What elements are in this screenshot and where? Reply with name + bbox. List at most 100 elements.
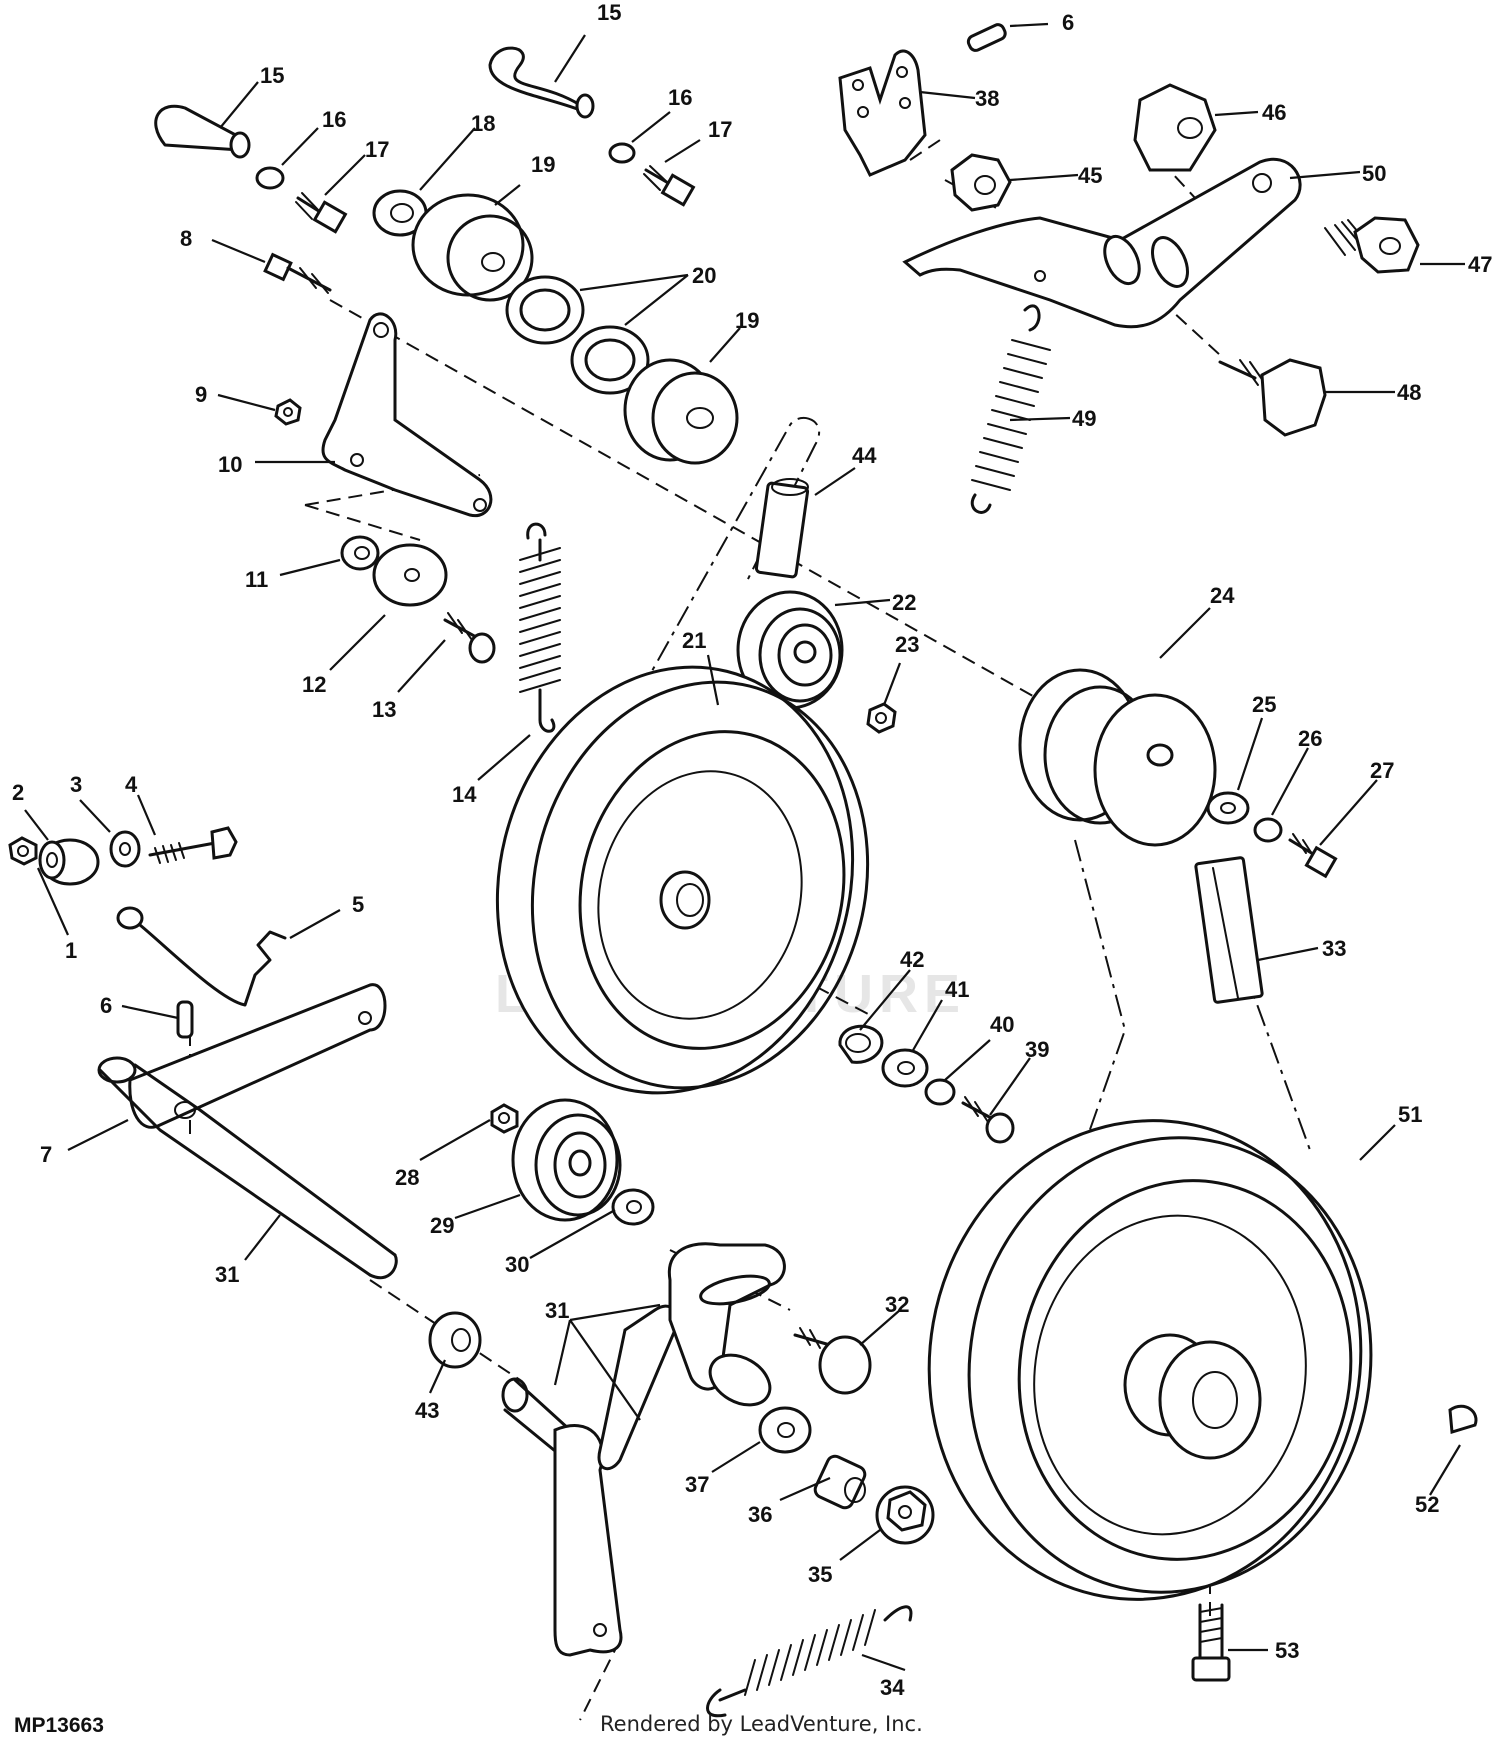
cap-screw-39 bbox=[961, 1096, 1015, 1144]
callout-10: 10 bbox=[218, 452, 242, 477]
callout-25: 25 bbox=[1252, 692, 1276, 717]
callout-21: 21 bbox=[682, 628, 706, 653]
spacer-36 bbox=[813, 1454, 867, 1510]
callout-7: 7 bbox=[40, 1142, 52, 1167]
lock-washer-26 bbox=[1253, 817, 1283, 843]
lever-arm-31 bbox=[501, 1304, 678, 1657]
bushing-2 bbox=[38, 838, 100, 886]
callout-2: 2 bbox=[12, 780, 24, 805]
callout-23: 23 bbox=[895, 632, 919, 657]
washer-20b bbox=[570, 325, 650, 395]
callout-1: 1 bbox=[65, 938, 77, 963]
lock-nut-28 bbox=[490, 1103, 519, 1134]
callout-42: 42 bbox=[900, 947, 924, 972]
callout-34: 34 bbox=[880, 1675, 905, 1700]
callout-38: 38 bbox=[975, 86, 999, 111]
bushing-43 bbox=[428, 1311, 482, 1369]
callout-48: 48 bbox=[1397, 380, 1421, 405]
key-washer-42 bbox=[838, 1024, 884, 1064]
shoulder-bolt-48 bbox=[1218, 358, 1327, 437]
callout-28: 28 bbox=[395, 1165, 419, 1190]
callout-35: 35 bbox=[808, 1562, 832, 1587]
large-pulley-21 bbox=[495, 665, 870, 1095]
callout-41: 41 bbox=[945, 977, 969, 1002]
clevis-bracket-38 bbox=[838, 49, 927, 177]
render-credit: Rendered by LeadVenture, Inc. bbox=[600, 1712, 923, 1736]
roll-pin-6-shaft bbox=[176, 1000, 194, 1039]
callout-5: 5 bbox=[352, 892, 364, 917]
cap-screw-53 bbox=[1191, 1603, 1231, 1682]
callout-leader-lines bbox=[24, 22, 1465, 1672]
bushing-11 bbox=[340, 535, 380, 571]
callout-16: 16 bbox=[668, 85, 692, 110]
cap-screw-17a bbox=[295, 192, 348, 234]
belt-guide-44 bbox=[754, 478, 810, 579]
roll-pin-6-top bbox=[966, 23, 1007, 52]
callout-29: 29 bbox=[430, 1213, 454, 1238]
carriage-bolt-8 bbox=[263, 252, 332, 294]
pulley-24 bbox=[1018, 668, 1217, 847]
callout-49: 49 bbox=[1072, 406, 1096, 431]
callout-8: 8 bbox=[180, 226, 192, 251]
callout-labels: 15 15 16 17 18 19 16 17 6 38 46 45 50 47… bbox=[12, 0, 1492, 1700]
callout-19: 19 bbox=[735, 308, 759, 333]
callout-4: 4 bbox=[125, 772, 138, 797]
lever-50 bbox=[902, 157, 1302, 329]
callout-26: 26 bbox=[1298, 726, 1322, 751]
belt-guide-33 bbox=[1194, 856, 1264, 1004]
hex-nut-46 bbox=[1133, 83, 1217, 172]
callout-53: 53 bbox=[1275, 1638, 1299, 1663]
callout-33: 33 bbox=[1322, 936, 1346, 961]
callout-27: 27 bbox=[1370, 758, 1394, 783]
diagram-id-label: MP13663 bbox=[14, 1714, 104, 1737]
callout-37: 37 bbox=[685, 1472, 709, 1497]
callout-47: 47 bbox=[1468, 252, 1492, 277]
callout-36: 36 bbox=[748, 1502, 772, 1527]
pulley-half-19b bbox=[623, 358, 739, 465]
callout-24: 24 bbox=[1210, 583, 1235, 608]
flat-washer-30 bbox=[611, 1188, 655, 1226]
callout-20: 20 bbox=[692, 263, 716, 288]
cap-screw-27 bbox=[1288, 833, 1338, 879]
callout-31: 31 bbox=[215, 1262, 239, 1287]
extension-spring-14 bbox=[519, 522, 561, 733]
callout-9: 9 bbox=[195, 382, 207, 407]
callout-16: 16 bbox=[322, 107, 346, 132]
flat-washer-12 bbox=[372, 543, 448, 607]
slotted-bracket bbox=[667, 1242, 786, 1407]
callout-22: 22 bbox=[892, 590, 916, 615]
callout-39: 39 bbox=[1025, 1037, 1049, 1062]
hairpin-clip-left bbox=[154, 104, 251, 159]
washer-20a bbox=[505, 275, 585, 345]
shaft-31 bbox=[97, 1056, 398, 1279]
callout-12: 12 bbox=[302, 672, 326, 697]
hairpin-clip-top bbox=[488, 46, 595, 119]
callout-40: 40 bbox=[990, 1012, 1014, 1037]
drive-pulley-51 bbox=[927, 1119, 1373, 1601]
callout-3: 3 bbox=[70, 772, 82, 797]
flat-washer-41 bbox=[881, 1048, 929, 1088]
flat-washer-3 bbox=[109, 830, 141, 868]
pulley-half-19a bbox=[411, 193, 534, 302]
lock-washer-16a bbox=[255, 166, 285, 190]
woodruff-key-52 bbox=[1448, 1404, 1478, 1434]
pivot-bracket-7 bbox=[128, 983, 387, 1129]
callout-6: 6 bbox=[100, 993, 112, 1018]
flat-washer-37 bbox=[758, 1406, 812, 1454]
callout-17: 17 bbox=[365, 137, 389, 162]
flange-nut-35 bbox=[875, 1485, 935, 1545]
callout-52: 52 bbox=[1415, 1492, 1439, 1517]
lock-washer-16b bbox=[608, 142, 636, 164]
adjusting-bolt-47 bbox=[1324, 216, 1420, 274]
cap-screw-13 bbox=[443, 612, 496, 664]
extension-spring-34 bbox=[706, 1605, 913, 1718]
callout-15: 15 bbox=[597, 0, 621, 25]
extension-spring-49 bbox=[970, 304, 1051, 514]
callout-45: 45 bbox=[1078, 163, 1102, 188]
cap-screw-17b bbox=[643, 165, 696, 207]
callout-44: 44 bbox=[852, 443, 877, 468]
callout-46: 46 bbox=[1262, 100, 1286, 125]
cap-screw-4 bbox=[148, 826, 238, 864]
callout-14: 14 bbox=[452, 782, 477, 807]
callout-18: 18 bbox=[471, 111, 495, 136]
